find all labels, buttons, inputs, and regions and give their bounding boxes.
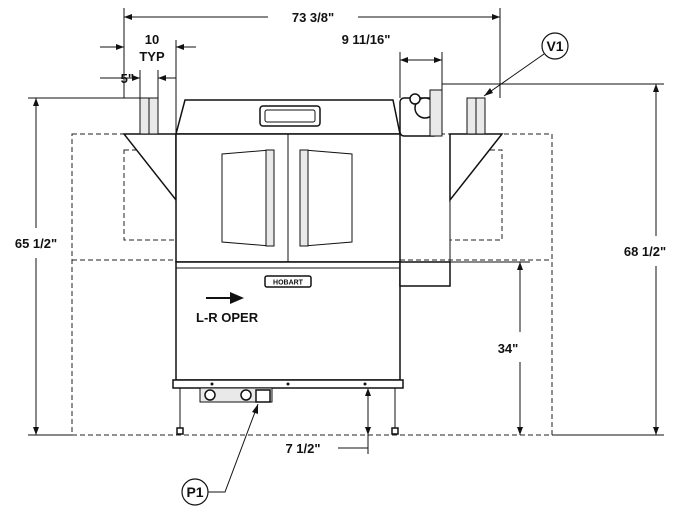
left-height-dimension: 65 1/2" [15, 97, 140, 436]
brand-plate [264, 275, 312, 288]
overall-width-label: 73 3/8" [292, 10, 334, 25]
left-exhaust-duct [122, 97, 177, 203]
plumbing-callout: P1 [181, 403, 259, 506]
dishwasher-lower-cabinet: HOBART L-R OPER [175, 261, 401, 381]
table-height-dimension: 34" [450, 261, 530, 435]
dishwasher-upper-doors [175, 133, 401, 263]
right-exhaust-duct [449, 97, 504, 203]
plumbing-callout-label: P1 [186, 484, 203, 500]
leg-clearance-label: 7 1/2" [285, 441, 320, 456]
right-height-dimension: 68 1/2" [442, 83, 666, 436]
dishwasher-base [172, 379, 404, 435]
vent-spacing-label: 10 [145, 32, 159, 47]
left-height-label: 65 1/2" [15, 236, 57, 251]
vent-spacing-dimension: 10 TYP [100, 32, 196, 134]
vent-diameter-dimension: 5" [100, 70, 176, 98]
vent-spacing-note: TYP [139, 49, 165, 64]
leg-clearance-dimension: 7 1/2" [285, 388, 371, 456]
vent-diameter-label: 5" [121, 71, 134, 86]
dishwasher-hood [175, 99, 401, 135]
table-height-label: 34" [498, 341, 519, 356]
side-offset-dimension: 9 11/16" [342, 32, 443, 98]
vent-callout-label: V1 [546, 38, 563, 54]
right-side-booster [399, 89, 451, 287]
brand-plate-text: HOBART [273, 280, 304, 287]
side-offset-label: 9 11/16" [342, 32, 391, 47]
vent-callout: V1 [483, 32, 569, 97]
direction-label: L-R OPER [196, 310, 259, 325]
direction-arrow-icon [230, 292, 244, 304]
right-height-label: 68 1/2" [624, 244, 666, 259]
